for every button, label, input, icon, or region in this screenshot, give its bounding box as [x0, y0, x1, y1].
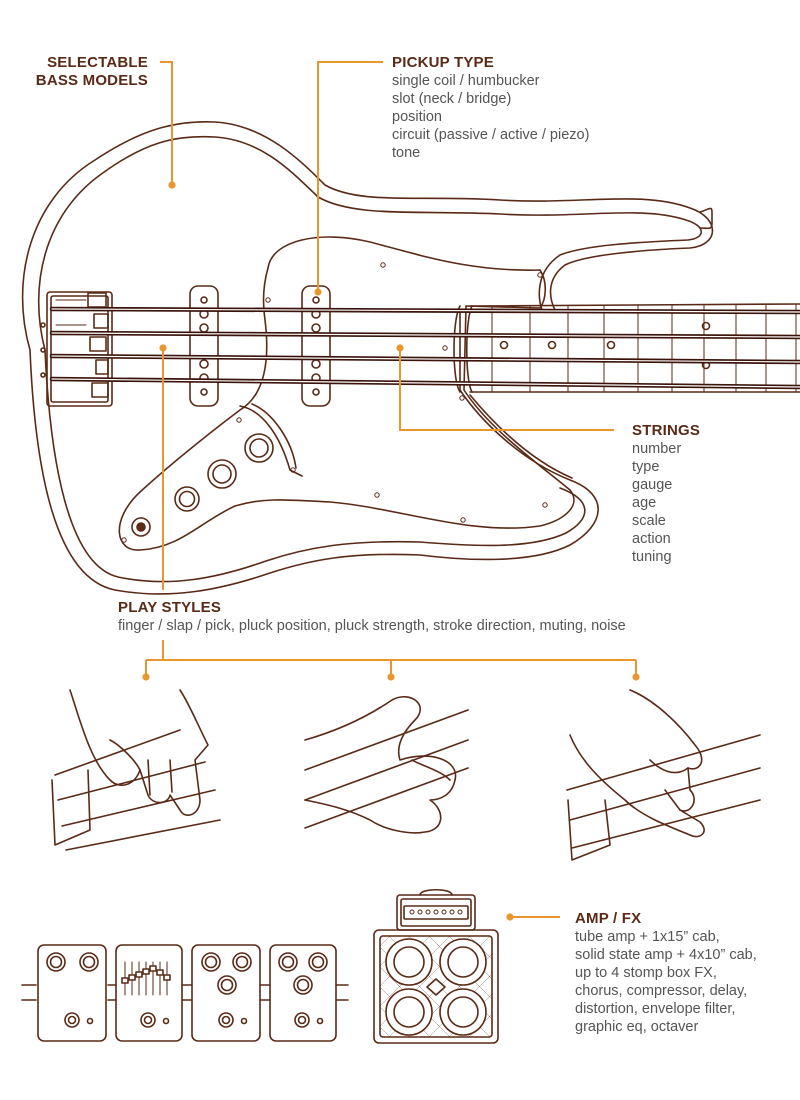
speaker-cabinet-icon	[374, 930, 498, 1043]
neck	[454, 304, 800, 392]
amp-head-icon	[397, 890, 475, 930]
strings-detail: age	[632, 494, 700, 512]
play-styles-detail: finger / slap / pick, pluck position, pl…	[118, 617, 626, 635]
play-styles-title: PLAY STYLES	[118, 599, 626, 617]
play-styles-callout: PLAY STYLES finger / slap / pick, pluck …	[118, 599, 626, 635]
amp-fx-detail: up to 4 stomp box FX,	[575, 964, 757, 982]
amp-fx-detail: solid state amp + 4x10” cab,	[575, 946, 757, 964]
bass-models-title-line2: BASS MODELS	[34, 72, 148, 90]
pickup-detail: single coil / humbucker	[392, 72, 589, 90]
strings-detail: scale	[632, 512, 700, 530]
bass-models-title-line1: SELECTABLE	[34, 54, 148, 72]
strings-title: STRINGS	[632, 422, 700, 440]
pick-hand-icon	[567, 690, 760, 860]
amp-fx-title: AMP / FX	[575, 910, 757, 928]
amp-fx-detail: chorus, compressor, delay,	[575, 982, 757, 1000]
pickup-detail: position	[392, 108, 589, 126]
pickup-detail: circuit (passive / active / piezo)	[392, 126, 589, 144]
slap-hand-icon	[305, 697, 468, 833]
pickguard	[119, 237, 574, 550]
strings-detail: action	[632, 530, 700, 548]
pickup-type-title: PICKUP TYPE	[392, 54, 589, 72]
amp-fx-callout: AMP / FX tube amp + 1x15” cab, solid sta…	[575, 910, 757, 1036]
strings-detail: gauge	[632, 476, 700, 494]
stomp-box-pedal-icon	[38, 945, 106, 1041]
pickup-type-callout: PICKUP TYPE single coil / humbucker slot…	[392, 54, 589, 162]
strings-detail: type	[632, 458, 700, 476]
bridge-pickup	[190, 286, 218, 406]
callout-leader-dots	[142, 181, 639, 920]
pickup-detail: tone	[392, 144, 589, 162]
strings-callout: STRINGS number type gauge age scale acti…	[632, 422, 700, 566]
finger-pluck-hand-icon	[52, 690, 220, 850]
bass-models-callout: SELECTABLE BASS MODELS	[34, 54, 148, 90]
strings-detail: number	[632, 440, 700, 458]
control-knobs	[175, 434, 273, 511]
amp-fx-detail: graphic eq, octaver	[575, 1018, 757, 1036]
fuzz-pedal-icon	[270, 945, 336, 1041]
graphic-eq-pedal-icon	[116, 945, 182, 1041]
neck-pickup	[302, 286, 330, 406]
strings-detail: tuning	[632, 548, 700, 566]
amp-fx-detail: tube amp + 1x15” cab,	[575, 928, 757, 946]
amp-fx-detail: distortion, envelope filter,	[575, 1000, 757, 1018]
pickup-detail: slot (neck / bridge)	[392, 90, 589, 108]
overdrive-pedal-icon	[192, 945, 260, 1041]
